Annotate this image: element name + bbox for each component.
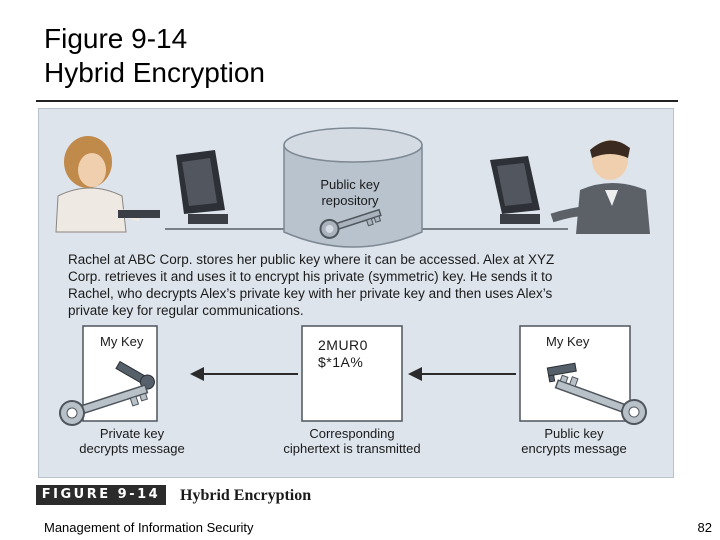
arrow-left-icon	[408, 367, 516, 381]
figure-number-banner: FIGURE 9-14	[36, 485, 166, 505]
caption-line: Rachel, who decrypts Alex’s private key …	[68, 286, 553, 301]
key-icon	[546, 362, 577, 383]
right-box-caption-line2: encrypts message	[521, 441, 627, 456]
woman-user-icon	[55, 136, 160, 233]
page-number: 82	[697, 520, 712, 535]
repository-label: Public key repository	[300, 177, 400, 209]
repository-label-line2: repository	[321, 193, 379, 208]
slide-title-line1: Figure 9-14	[44, 23, 188, 54]
key-icon	[59, 384, 149, 426]
computer-icon	[176, 150, 228, 224]
computer-icon	[490, 156, 540, 224]
left-box-caption-line2: decrypts message	[79, 441, 185, 456]
slide-title-line2: Hybrid Encryption	[44, 57, 265, 88]
figure-description: Rachel at ABC Corp. stores her public ke…	[68, 251, 608, 319]
repository-label-line1: Public key	[320, 177, 380, 192]
right-box-caption: Public key encrypts message	[504, 426, 644, 456]
figure-caption: Hybrid Encryption	[180, 487, 312, 504]
arrow-left-icon	[190, 367, 298, 381]
title-divider	[36, 100, 678, 102]
ciphertext-line1: 2MUR0	[318, 337, 368, 353]
slide-title: Figure 9-14 Hybrid Encryption	[44, 22, 265, 90]
footer-course-title: Management of Information Security	[44, 520, 254, 535]
key-icon	[319, 208, 382, 239]
center-box-caption: Corresponding ciphertext is transmitted	[262, 426, 442, 456]
caption-line: Rachel at ABC Corp. stores her public ke…	[68, 252, 555, 267]
left-box-caption: Private key decrypts message	[60, 426, 204, 456]
right-box-caption-line1: Public key	[544, 426, 604, 441]
database-icon	[283, 127, 423, 248]
ciphertext-box	[301, 325, 403, 422]
left-box-title: My Key	[100, 334, 144, 349]
key-icon	[554, 374, 647, 425]
man-user-icon	[550, 140, 650, 234]
right-box-title: My Key	[546, 334, 590, 349]
caption-line: private key for regular communications.	[68, 303, 304, 318]
left-box-caption-line1: Private key	[99, 426, 165, 441]
center-box-caption-line1: Corresponding	[309, 426, 395, 441]
center-box-caption-line2: ciphertext is transmitted	[283, 441, 421, 456]
ciphertext-sample: 2MUR0 $*1A%	[318, 337, 368, 371]
ciphertext-line2: $*1A%	[318, 354, 364, 370]
caption-line: Corp. retrieves it and uses it to encryp…	[68, 269, 553, 284]
